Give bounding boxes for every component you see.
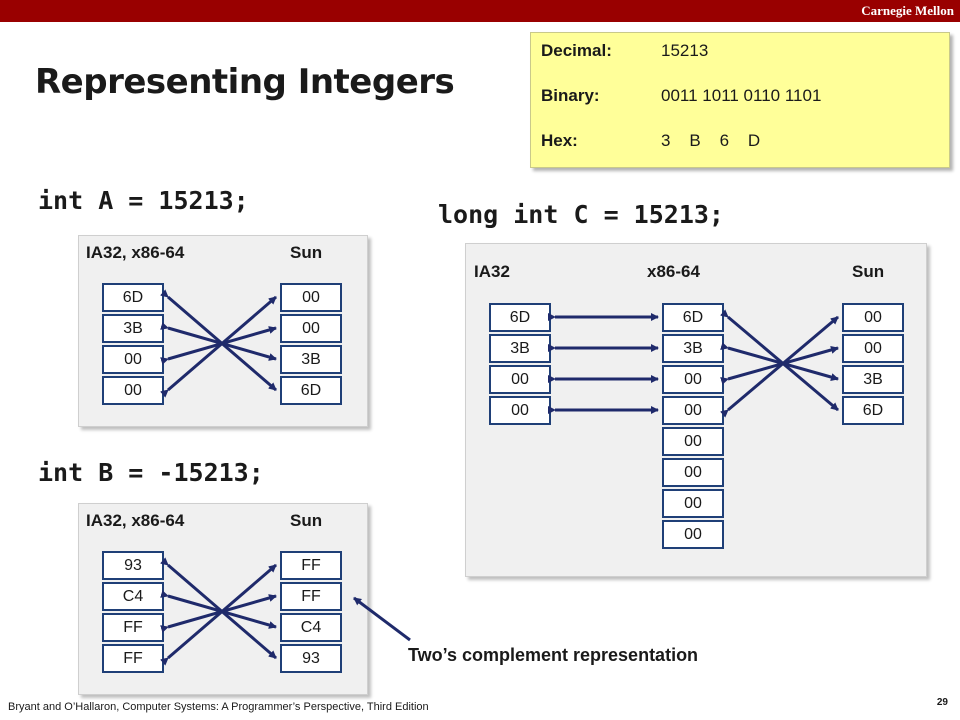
panel-c-cross-arrow-3 — [720, 315, 839, 418]
panel-c-sun-byte-1: 00 — [842, 334, 904, 363]
panel-c-x86-byte-1: 3B — [662, 334, 724, 363]
number-info-box: Decimal: 15213 Binary: 0011 1011 0110 11… — [530, 32, 950, 168]
panel-b-right-byte-0: FF — [280, 551, 342, 580]
panel-a-left-byte-0: 6D — [102, 283, 164, 312]
panel-a-right-header: Sun — [290, 243, 323, 262]
panel-c-ia32-byte-2: 00 — [489, 365, 551, 394]
binary-value: 0011 1011 0110 1101 — [661, 86, 822, 105]
panel-a-left-byte-1: 3B — [102, 314, 164, 343]
decimal-label: Decimal: — [541, 41, 612, 60]
brand-label: Carnegie Mellon — [861, 3, 954, 18]
panel-a-right-byte-3: 6D — [280, 376, 342, 405]
panel-c-x86-byte-4: 00 — [662, 427, 724, 456]
panel-b-right-byte-1: FF — [280, 582, 342, 611]
panel-a-right-byte-1: 00 — [280, 314, 342, 343]
panel-b-arrow-3 — [160, 563, 277, 666]
top-bar: Carnegie Mellon — [0, 0, 960, 22]
panel-a-left-byte-2: 00 — [102, 345, 164, 374]
code-int-b: int B = -15213; — [38, 458, 264, 487]
panel-b-left-header: IA32, x86-64 — [86, 511, 185, 530]
panel-c-x86-byte-0: 6D — [662, 303, 724, 332]
panel-c-sun-byte-2: 3B — [842, 365, 904, 394]
panel-b-right-byte-3: 93 — [280, 644, 342, 673]
decimal-value: 15213 — [661, 41, 709, 60]
panel-a-left-byte-3: 00 — [102, 376, 164, 405]
panel-a-left-header: IA32, x86-64 — [86, 243, 185, 262]
panel-c-sun-byte-3: 6D — [842, 396, 904, 425]
code-int-a: int A = 15213; — [38, 186, 249, 215]
panel-a-right-byte-0: 00 — [280, 283, 342, 312]
panel-c-ia32-header: IA32 — [474, 262, 510, 281]
panel-b-left-byte-0: 93 — [102, 551, 164, 580]
hex-label: Hex: — [541, 131, 578, 150]
panel-b-right-header: Sun — [290, 511, 323, 530]
panel-c-sun-header: Sun — [852, 262, 885, 281]
panel-c-x86-byte-2: 00 — [662, 365, 724, 394]
twos-complement-note: Two’s complement representation — [408, 645, 699, 665]
panel-b-left-byte-2: FF — [102, 613, 164, 642]
page-number: 29 — [936, 697, 948, 708]
panel-a-right-byte-2: 3B — [280, 345, 342, 374]
binary-label: Binary: — [541, 86, 600, 105]
panel-c-x86-header: x86-64 — [647, 262, 700, 281]
hex-value: 3 B 6 D — [661, 131, 761, 150]
panel-c-sun-byte-0: 00 — [842, 303, 904, 332]
panel-a-arrow-3 — [160, 295, 277, 398]
footer-citation: Bryant and O’Hallaron, Computer Systems:… — [8, 701, 429, 713]
panel-c-x86-byte-6: 00 — [662, 489, 724, 518]
panel-b-left-byte-3: FF — [102, 644, 164, 673]
panel-b-right-byte-2: C4 — [280, 613, 342, 642]
code-long-int-c: long int C = 15213; — [438, 200, 724, 229]
panel-c-ia32-byte-1: 3B — [489, 334, 551, 363]
panel-c-ia32-byte-3: 00 — [489, 396, 551, 425]
panel-c-ia32-byte-0: 6D — [489, 303, 551, 332]
note-pointer-arrow — [353, 596, 411, 642]
panel-c-x86-byte-7: 00 — [662, 520, 724, 549]
panel-c-x86-byte-5: 00 — [662, 458, 724, 487]
slide-title: Representing Integers — [35, 62, 455, 102]
